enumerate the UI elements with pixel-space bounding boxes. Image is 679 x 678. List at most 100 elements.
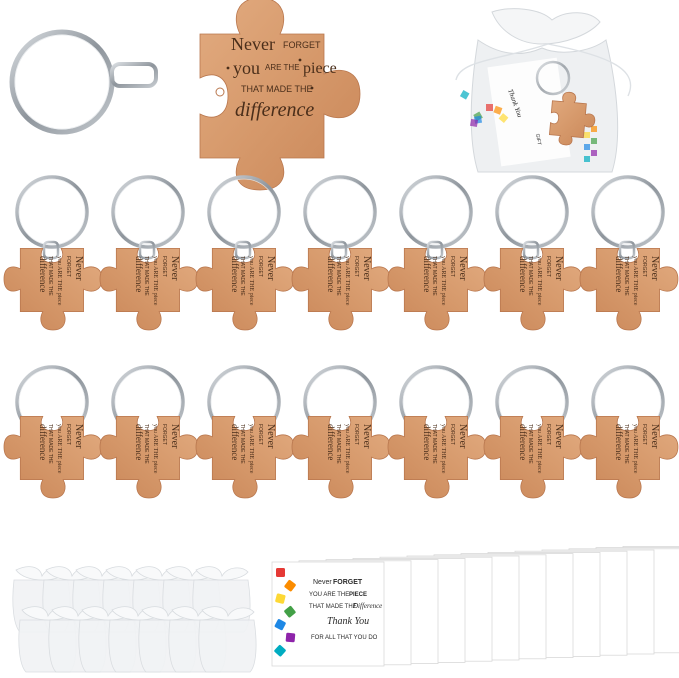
keychain-engraving-line: difference <box>422 256 432 292</box>
card-never: Never <box>313 579 332 586</box>
keychain-engraving-line: difference <box>518 424 528 460</box>
organza-pouches <box>12 566 257 673</box>
keychain-engraving-line: you ARE THE piece <box>344 424 350 474</box>
keychain-engraving-line: difference <box>230 424 240 460</box>
keychain-engraving-line: THAT MADE THE <box>623 424 629 464</box>
pouch-body <box>198 619 257 673</box>
keychain-engraving-line: Never <box>73 256 84 281</box>
keychain-engraving-line: Never <box>265 424 276 449</box>
keychain-engraving-line: Never <box>457 424 468 449</box>
engraving-piece: piece <box>303 60 337 77</box>
pouch-ruffle <box>201 606 255 621</box>
keychain-engraving-line: difference <box>38 424 48 460</box>
engraving-sparkle <box>298 58 302 62</box>
engraving-you: you <box>233 58 260 78</box>
keychain-engraving-line: difference <box>134 424 144 460</box>
keychain-engraving-line: Never <box>553 424 564 449</box>
keychain-engraving-line: FORGET <box>641 424 647 445</box>
keychain-engraving-line: THAT MADE THE <box>527 256 533 296</box>
keychain-engraving-line: FORGET <box>353 424 359 445</box>
keychain-engraving-line: Never <box>169 256 180 281</box>
engraving-difference: difference <box>235 99 314 121</box>
keychain-engraving-line: difference <box>38 256 48 292</box>
engraving-that-made-the: THAT MADE THE <box>241 84 313 94</box>
keychain-ring <box>15 175 89 249</box>
card-you-are-the: YOU ARE THE <box>309 592 349 598</box>
keychain-engraving-line: FORGET <box>545 424 551 445</box>
pouch-confetti-piece <box>459 90 470 100</box>
keychain-engraving-line: difference <box>422 424 432 460</box>
card-difference: Difference <box>352 602 382 610</box>
keychain-engraving-line: THAT MADE THE <box>431 256 437 296</box>
keychain-engraving-line: Never <box>457 256 468 281</box>
keychain-engraving-line: FORGET <box>65 256 71 277</box>
keychain-engraving-line: you ARE THE piece <box>344 256 350 306</box>
pouch-confetti-piece <box>591 126 597 132</box>
pouch-confetti-piece <box>584 156 590 162</box>
keychain-engraving-line: FORGET <box>545 256 551 277</box>
keychain-engraving-line: FORGET <box>257 424 263 445</box>
keychain-link <box>138 240 156 260</box>
engraving-are-the: ARE THE <box>265 63 300 72</box>
keychain-engraving-line: THAT MADE THE <box>47 256 53 296</box>
keychain-engraving-line: FORGET <box>353 256 359 277</box>
card-puzzle-confetti <box>276 568 285 577</box>
keychain-link <box>42 240 60 260</box>
featured-puzzle-tag <box>199 0 361 191</box>
keychain-engraving-line: Never <box>649 256 660 281</box>
keychain-engraving-line: difference <box>614 424 624 460</box>
keychain-engraving-line: THAT MADE THE <box>335 424 341 464</box>
engraving-sparkle <box>310 86 314 90</box>
keychain-engraving-line: difference <box>326 424 336 460</box>
pouch-confetti-piece <box>498 113 509 123</box>
keychain-engraving-line: THAT MADE THE <box>431 424 437 464</box>
keychain-engraving-line: THAT MADE THE <box>527 424 533 464</box>
keychain-engraving-line: Never <box>553 256 564 281</box>
engraving-forget: FORGET <box>283 40 321 50</box>
keychain-engraving-line: you ARE THE piece <box>632 256 638 306</box>
pouch-card-gift: GIFT <box>534 133 542 145</box>
keychain-link <box>330 240 348 260</box>
engraving-never: Never <box>231 34 275 54</box>
keychain-engraving-line: difference <box>326 256 336 292</box>
card-puzzle-confetti <box>284 579 296 592</box>
keychain-engraving-line: you ARE THE piece <box>56 424 62 474</box>
pouch-ruffle <box>195 566 249 581</box>
featured-engraving: Never FORGET you ARE THE piece THAT MADE… <box>231 34 337 121</box>
keychain-engraving-line: you ARE THE piece <box>440 424 446 474</box>
card-thank-you: Thank You <box>327 616 369 627</box>
keychain-engraving-line: FORGET <box>257 256 263 277</box>
keychain-engraving-line: you ARE THE piece <box>632 424 638 474</box>
keychain-engraving-line: THAT MADE THE <box>143 256 149 296</box>
keychain-engraving-line: FORGET <box>161 256 167 277</box>
keychain-engraving-line: FORGET <box>161 424 167 445</box>
keychain-engraving-line: THAT MADE THE <box>335 256 341 296</box>
keychain-ring <box>495 175 569 249</box>
keychain-engraving-line: FORGET <box>449 424 455 445</box>
featured-keychain <box>9 0 361 191</box>
keychain-engraving-line: you ARE THE piece <box>152 256 158 306</box>
card-puzzle-confetti <box>285 632 296 643</box>
keychain-engraving-line: you ARE THE piece <box>248 424 254 474</box>
keychain-engraving-line: THAT MADE THE <box>143 424 149 464</box>
featured-chain-link <box>110 62 158 88</box>
keychain-engraving-line: THAT MADE THE <box>239 256 245 296</box>
featured-key-ring <box>9 29 115 135</box>
keychain-engraving-line: Never <box>169 424 180 449</box>
card-piece: PIECE <box>349 592 367 598</box>
card-puzzle-confetti <box>275 593 286 604</box>
keychain-engraving-line: you ARE THE piece <box>152 424 158 474</box>
